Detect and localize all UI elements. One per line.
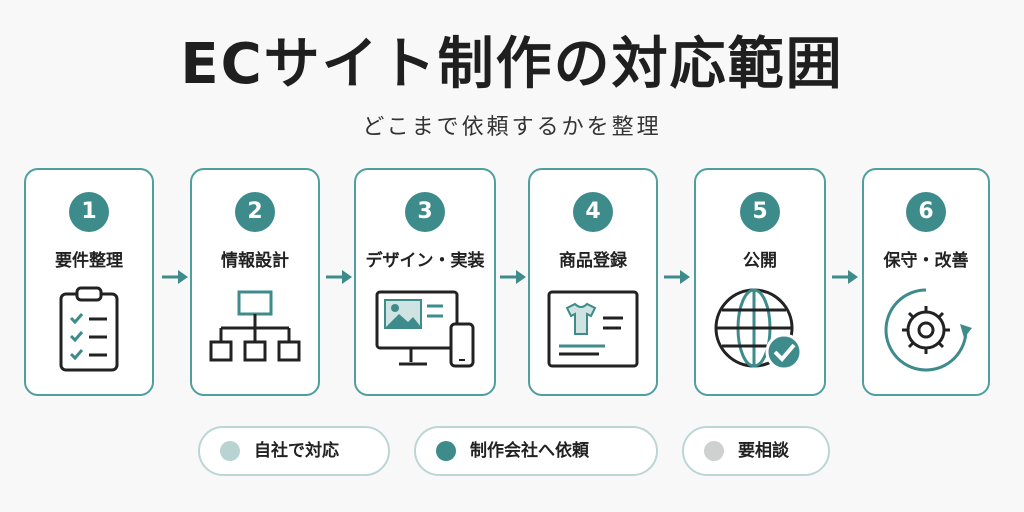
arrow-right-icon	[162, 270, 188, 284]
step-label: 保守・改善	[883, 251, 969, 271]
step-card-information-design: 2 情報設計	[190, 168, 320, 396]
arrow-right-icon	[500, 270, 526, 284]
legend-item-in-house: 自社で対応	[198, 426, 390, 476]
legend-dot	[220, 441, 240, 461]
monitor-smartphone-icon	[375, 290, 475, 368]
legend-dot	[704, 441, 724, 461]
step-card-product-registration: 4 商品登録	[528, 168, 658, 396]
step-card-launch: 5 公開	[694, 168, 826, 396]
legend-item-consult: 要相談	[682, 426, 830, 476]
legend-label: 自社で対応	[254, 441, 339, 461]
gear-cycle-icon	[884, 288, 972, 372]
legend-label: 制作会社へ依頼	[470, 441, 589, 461]
step-label: 要件整理	[55, 251, 123, 271]
page-subtitle: どこまで依頼するかを整理	[362, 115, 662, 140]
step-number: 5	[740, 192, 780, 232]
step-number: 3	[405, 192, 445, 232]
step-card-maintenance: 6 保守・改善	[862, 168, 990, 396]
product-card-icon	[547, 290, 639, 368]
step-number: 6	[906, 192, 946, 232]
arrow-right-icon	[664, 270, 690, 284]
step-number: 2	[235, 192, 275, 232]
arrow-right-icon	[326, 270, 352, 284]
step-label: 公開	[743, 251, 777, 271]
legend-item-outsource: 制作会社へ依頼	[414, 426, 658, 476]
legend-label: 要相談	[738, 441, 789, 461]
globe-check-icon	[714, 288, 803, 371]
step-label: デザイン・実装	[365, 251, 485, 271]
step-number: 4	[573, 192, 613, 232]
clipboard-checklist-icon	[59, 286, 119, 372]
step-label: 商品登録	[559, 251, 627, 271]
page-title: ECサイト制作の対応範囲	[180, 32, 844, 97]
arrow-right-icon	[832, 270, 858, 284]
sitemap-icon	[209, 290, 301, 362]
step-card-requirements: 1 要件整理	[24, 168, 154, 396]
step-number: 1	[69, 192, 109, 232]
step-label: 情報設計	[221, 251, 289, 271]
step-card-design-implementation: 3 デザイン・実装	[354, 168, 496, 396]
legend-dot	[436, 441, 456, 461]
